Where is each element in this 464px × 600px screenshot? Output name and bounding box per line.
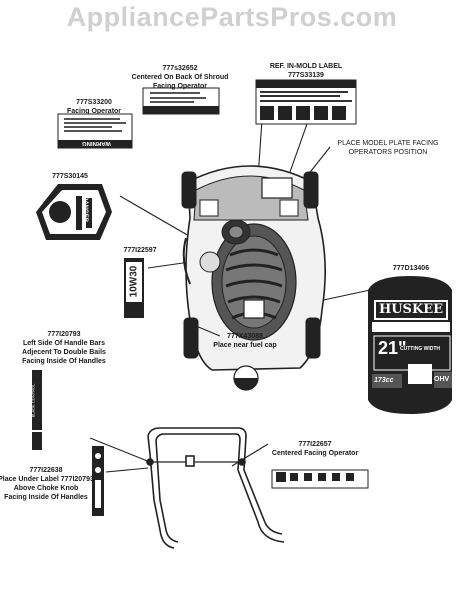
warning-word: WARNING bbox=[82, 140, 111, 146]
oil-decal bbox=[124, 258, 144, 318]
placement: Centered Facing Operator bbox=[271, 450, 359, 457]
placement: Adjecent To Double Bails bbox=[22, 349, 106, 356]
label-danger: 777S30145 bbox=[40, 172, 100, 181]
choke-decal bbox=[92, 446, 104, 516]
warning-decal bbox=[57, 113, 133, 149]
watermark: AppliancePartsPros.com bbox=[66, 2, 398, 32]
huskee-cc: 173cc bbox=[374, 377, 394, 384]
huskee-size: 21" bbox=[378, 338, 407, 358]
label-centered-operator: 777I22657 Centered Facing Operator bbox=[250, 440, 380, 458]
label-oil: 777I22597 bbox=[110, 246, 170, 255]
fuel-decal bbox=[233, 365, 259, 391]
placement: Place Under Label 777I20793 bbox=[0, 476, 94, 483]
part-number: 777I22597 bbox=[123, 247, 157, 254]
part-number: 777I20793 bbox=[47, 331, 81, 338]
placement: Centered On Back Of Shroud bbox=[131, 74, 229, 81]
blade-control-decal bbox=[32, 370, 42, 450]
placement: Above Choke Knob bbox=[13, 485, 79, 492]
part-number: 777X43088 bbox=[227, 333, 263, 340]
label-huskee: 777D13406 bbox=[376, 264, 446, 273]
part-number: 777S33139 bbox=[288, 72, 324, 79]
danger-decal bbox=[36, 184, 112, 240]
placement: PLACE MODEL PLATE FACING bbox=[337, 140, 439, 147]
label-inmold: REF. IN-MOLD LABEL 777S33139 bbox=[256, 62, 356, 80]
handle-assembly bbox=[146, 427, 285, 549]
danger-word: DANGER bbox=[82, 195, 89, 223]
label-shroud: 777s32652 Centered On Back Of Shroud Fac… bbox=[120, 64, 240, 91]
placement: Facing Inside Of Handles bbox=[4, 494, 88, 501]
part-number: 777I22657 bbox=[298, 441, 332, 448]
part-number: 777D13406 bbox=[392, 265, 430, 272]
label-choke: 777I22638 Place Under Label 777I20793 Ab… bbox=[0, 466, 96, 502]
oil-text: 10W30 bbox=[128, 265, 140, 298]
placement: Facing Inside Of Handles bbox=[22, 358, 106, 365]
part-number: 777I22638 bbox=[29, 467, 63, 474]
shroud-decal bbox=[142, 87, 220, 115]
inmold-decal bbox=[255, 79, 357, 125]
label-handle-left: 777I20793 Left Side Of Handle Bars Adjec… bbox=[4, 330, 124, 366]
label-model-plate: PLACE MODEL PLATE FACING OPERATORS POSIT… bbox=[318, 139, 458, 157]
part-number: 777S33200 bbox=[76, 99, 112, 106]
placement: OPERATORS POSITION bbox=[348, 149, 428, 156]
placement: Facing Operator bbox=[152, 83, 208, 90]
huskee-ohv: OHV bbox=[434, 376, 450, 383]
part-title: REF. IN-MOLD LABEL bbox=[269, 63, 343, 70]
huskee-decal bbox=[368, 276, 452, 414]
operator-decal bbox=[271, 469, 369, 489]
label-facing-operator: 777S33200 Facing Operator bbox=[44, 98, 144, 116]
bail-text: BLADE CONTROL bbox=[30, 383, 36, 418]
huskee-brand: HUSKEE bbox=[378, 302, 444, 317]
part-number: 777S30145 bbox=[52, 173, 88, 180]
placement: Facing Operator bbox=[66, 108, 122, 115]
label-fuel: 777X43088 Place near fuel cap bbox=[190, 332, 300, 350]
placement: Left Side Of Handle Bars bbox=[22, 340, 106, 347]
part-number: 777s32652 bbox=[162, 65, 198, 72]
mower-deck bbox=[181, 165, 326, 371]
placement: Place near fuel cap bbox=[213, 342, 277, 349]
huskee-size-sub: CUTTING WIDTH bbox=[400, 346, 440, 352]
